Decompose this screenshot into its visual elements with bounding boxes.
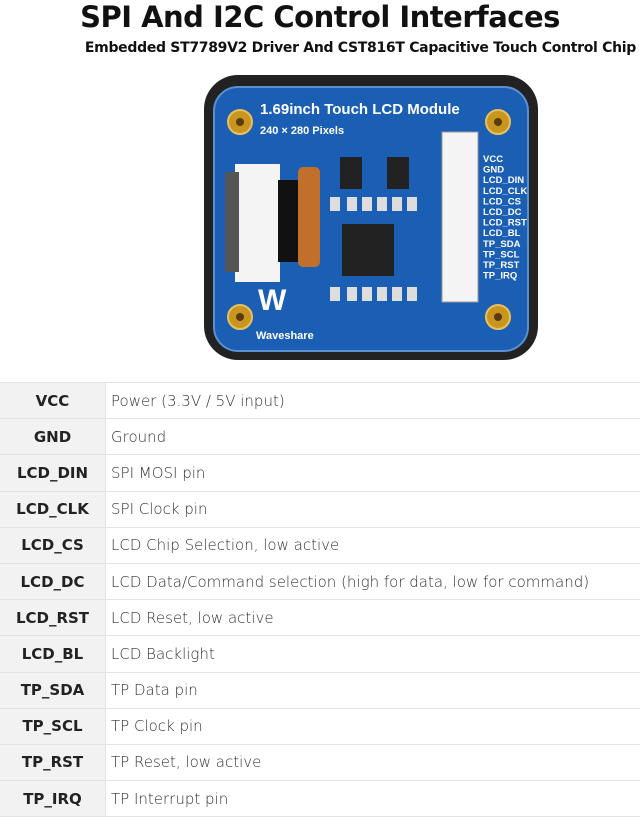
pin-name: TP_RST	[0, 744, 106, 780]
pin-name: VCC	[0, 383, 106, 419]
pin-name: LCD_RST	[0, 600, 106, 636]
brand-logo-text: Waveshare	[256, 330, 314, 342]
page-title: SPI And I2C Control Interfaces	[0, 0, 640, 34]
pin-name: LCD_CS	[0, 527, 106, 563]
board-pin-label: LCD_CS	[483, 196, 521, 207]
pin-name: TP_IRQ	[0, 781, 106, 817]
pin-name: TP_SCL	[0, 708, 106, 744]
svg-text:W: W	[258, 284, 287, 317]
page-subtitle: Embedded ST7789V2 Driver And CST816T Cap…	[85, 40, 636, 56]
board-pin-label: LCD_DC	[483, 207, 522, 218]
board-pin-label: TP_IRQ	[483, 271, 517, 282]
board-pin-label: GND	[483, 165, 504, 176]
board-pin-label: VCC	[483, 154, 503, 165]
pin-name: LCD_DIN	[0, 455, 106, 491]
pin-description: TP Data pin	[106, 672, 640, 708]
board-pin-label: LCD_BL	[483, 228, 521, 239]
pin-description: Ground	[106, 419, 640, 455]
board-pin-label: LCD_RST	[483, 218, 527, 229]
board-pin-label: TP_RST	[483, 260, 520, 271]
pin-name: GND	[0, 419, 106, 455]
pin-description: LCD Chip Selection, low active	[106, 527, 640, 563]
pin-description: TP Reset, low active	[106, 744, 640, 780]
pin-description: LCD Data/Command selection (high for dat…	[106, 563, 640, 599]
pin-name: LCD_BL	[0, 636, 106, 672]
pin-name: TP_SDA	[0, 672, 106, 708]
pin-description: Power (3.3V / 5V input)	[106, 383, 640, 419]
pin-description: LCD Backlight	[106, 636, 640, 672]
board-title: 1.69inch Touch LCD Module	[260, 101, 460, 118]
board-pin-label: LCD_DIN	[483, 175, 524, 186]
pin-description: SPI MOSI pin	[106, 455, 640, 491]
pin-description: SPI Clock pin	[106, 491, 640, 527]
pin-description: TP Interrupt pin	[106, 781, 640, 817]
board-pin-label: TP_SCL	[483, 249, 520, 260]
pin-name: LCD_CLK	[0, 491, 106, 527]
board-pin-label: TP_SDA	[483, 239, 521, 250]
board-resolution: 240 × 280 Pixels	[260, 125, 344, 137]
lcd-module-image: 1.69inch Touch LCD Module 240 × 280 Pixe…	[200, 72, 540, 362]
pin-description: LCD Reset, low active	[106, 600, 640, 636]
pin-description: TP Clock pin	[106, 708, 640, 744]
pin-name: LCD_DC	[0, 563, 106, 599]
board-pin-label: LCD_CLK	[483, 186, 527, 197]
